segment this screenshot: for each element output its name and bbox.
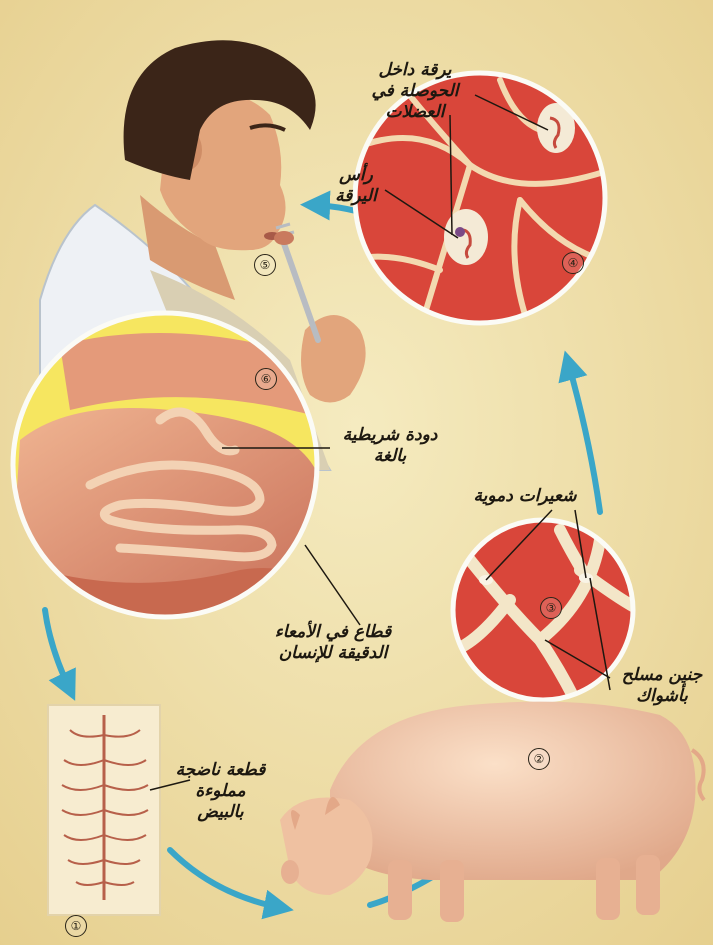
label-larva-head: رأس اليرقة — [320, 165, 392, 207]
step-4-number: ④ — [562, 252, 584, 274]
step-6-number: ⑥ — [255, 368, 277, 390]
label-capillaries: شعيرات دموية — [450, 486, 600, 507]
meat-on-fork — [274, 231, 294, 245]
label-embryo-hooks: جنين مسلح بأشواك — [612, 665, 712, 707]
pig-snout — [281, 860, 299, 884]
step-1-number: ① — [65, 915, 87, 937]
larva-cyst-2 — [444, 209, 488, 265]
step-5-number: ⑤ — [254, 254, 276, 276]
step-2-number: ② — [528, 748, 550, 770]
label-adult-worm: دودة شريطية بالغة — [330, 425, 450, 467]
label-gravid-segment: قطعة ناضجة مملوءة بالبيض — [168, 760, 273, 823]
label-larva-cyst: يرقة داخل الحوصلة في العضلات — [355, 60, 475, 123]
step-3-number: ③ — [540, 597, 562, 619]
gravid-segment-figure — [48, 705, 160, 915]
label-intestine-section: قطاع في الأمعاء الدقيقة للإنسان — [258, 622, 408, 664]
